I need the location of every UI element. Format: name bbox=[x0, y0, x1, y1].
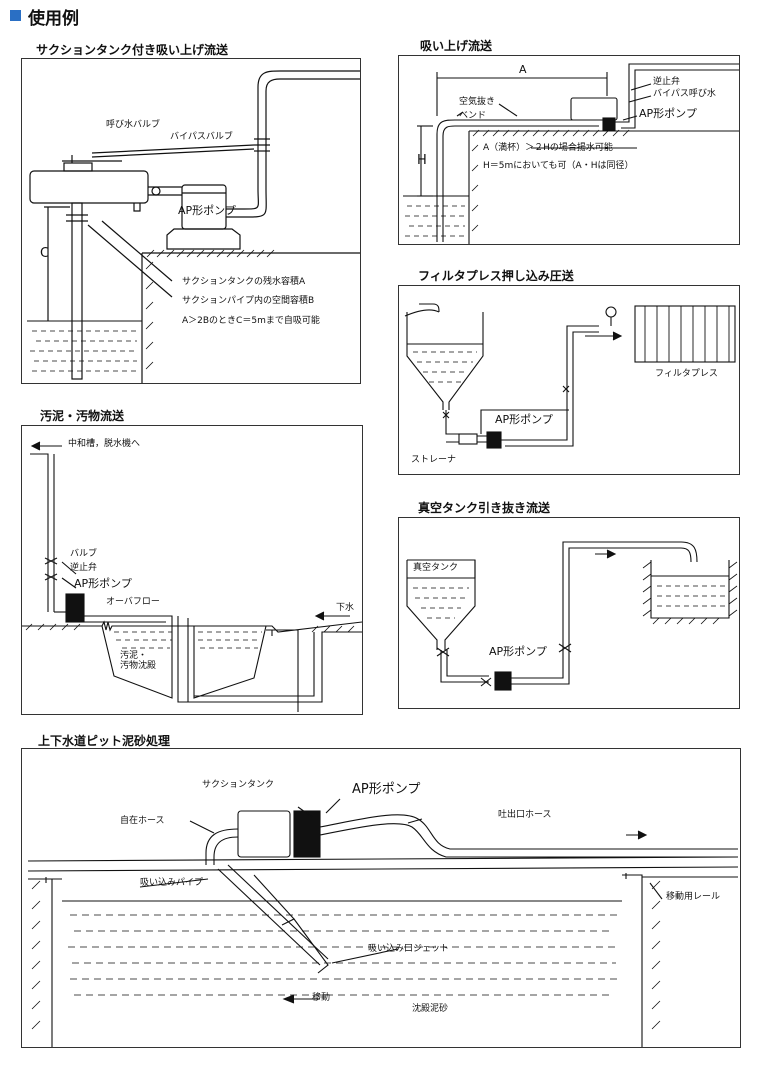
diagram-vacuum: 真空タンク AP形ポンプ bbox=[398, 517, 740, 709]
label-overflow: オーバフロー bbox=[106, 597, 160, 607]
lift-drawing bbox=[403, 63, 739, 244]
section-title-vacuum: 真空タンク引き抜き流送 bbox=[418, 501, 551, 515]
label-sediment: 汚泥・ 汚物沈殿 bbox=[120, 651, 157, 671]
label-rail: 移動用レール bbox=[666, 892, 721, 902]
label-ap-pump: AP形ポンプ bbox=[178, 204, 236, 217]
label-bypass-valve: バイパスバルブ bbox=[170, 132, 233, 142]
section-title-suction-tank: サクションタンク付き吸い上げ流送 bbox=[36, 43, 229, 57]
note-lift-condition: A（満杯）＞２Hの場合揚水可能 bbox=[483, 143, 613, 153]
note-residual-volume: サクションタンクの残水容積A bbox=[182, 277, 306, 287]
label-ap-pump: AP形ポンプ bbox=[352, 782, 421, 797]
header-square-icon bbox=[10, 10, 21, 21]
label-h: H bbox=[417, 153, 427, 168]
note-self-priming: A＞2BのときC＝5mまで自吸可能 bbox=[182, 316, 320, 326]
sludge-drawing bbox=[22, 441, 362, 712]
section-title-pit: 上下水道ピット泥砂処理 bbox=[38, 734, 171, 748]
label-sewage: 下水 bbox=[336, 603, 355, 613]
label-ap-pump: AP形ポンプ bbox=[74, 577, 132, 590]
label-bend: ベンド bbox=[459, 111, 487, 121]
filter-press-drawing bbox=[404, 303, 736, 449]
label-strainer: ストレーナ bbox=[411, 455, 457, 465]
label-move: 移動 bbox=[312, 993, 331, 1003]
label-suction-tank: サクションタンク bbox=[202, 780, 275, 790]
label-check-valve: 逆止弁 bbox=[653, 77, 681, 87]
label-flexible-hose: 自在ホース bbox=[120, 816, 165, 826]
note-pipe-volume: サクションパイプ内の空間容積B bbox=[182, 296, 315, 306]
label-c: C bbox=[40, 246, 50, 261]
label-suction-jet: 吸い込み口ジェット bbox=[368, 944, 450, 954]
label-ap-pump: AP形ポンプ bbox=[489, 645, 547, 658]
label-suction-pipe: 吸い込みパイプ bbox=[140, 878, 204, 888]
section-title-filter-press: フィルタプレス押し込み圧送 bbox=[418, 269, 574, 283]
vacuum-drawing bbox=[406, 541, 738, 691]
label-sediment-sand: 沈殿泥砂 bbox=[412, 1004, 449, 1014]
section-title-lift: 吸い上げ流送 bbox=[420, 39, 493, 53]
label-filter-press: フィルタプレス bbox=[655, 369, 718, 379]
pit-drawing bbox=[27, 798, 739, 1047]
diagram-filter-press: AP形ポンプ ストレーナ フィルタプレス bbox=[398, 285, 740, 475]
label-bypass-priming: バイパス呼び水 bbox=[653, 89, 716, 99]
label-discharge-hose: 吐出口ホース bbox=[498, 810, 552, 820]
label-vacuum-tank: 真空タンク bbox=[413, 563, 459, 573]
label-ap-pump: AP形ポンプ bbox=[639, 107, 697, 120]
label-priming-valve: 呼び水バルブ bbox=[106, 120, 161, 130]
label-check-valve: 逆止弁 bbox=[70, 563, 98, 573]
label-valve: バルブ bbox=[70, 549, 98, 559]
label-air-vent: 空気抜き bbox=[459, 97, 496, 107]
label-a: A bbox=[519, 63, 527, 76]
diagram-pit: サクションタンク AP形ポンプ 自在ホース 吐出口ホース 吸い込みパイプ 移動用… bbox=[21, 748, 741, 1048]
diagram-suction-tank: 呼び水バルブ バイパスバルブ AP形ポンプ C サクションタンクの残水容積A サ… bbox=[21, 58, 361, 384]
section-title-sludge: 汚泥・汚物流送 bbox=[40, 409, 125, 423]
label-destination: 中和槽，脱水機へ bbox=[68, 439, 141, 449]
suction-tank-drawing bbox=[27, 70, 360, 383]
diagram-sludge: 中和槽，脱水機へ バルブ 逆止弁 AP形ポンプ オーバフロー 下水 汚泥・ 汚物… bbox=[21, 425, 363, 715]
diagram-lift: A 逆止弁 バイパス呼び水 空気抜き ベンド AP形ポンプ H A（満杯）＞２H… bbox=[398, 55, 740, 245]
label-ap-pump: AP形ポンプ bbox=[495, 413, 553, 426]
page-title: 使用例 bbox=[28, 9, 79, 29]
note-lift-diameter: H＝5mにおいても可（A・Hは同径） bbox=[483, 161, 634, 171]
